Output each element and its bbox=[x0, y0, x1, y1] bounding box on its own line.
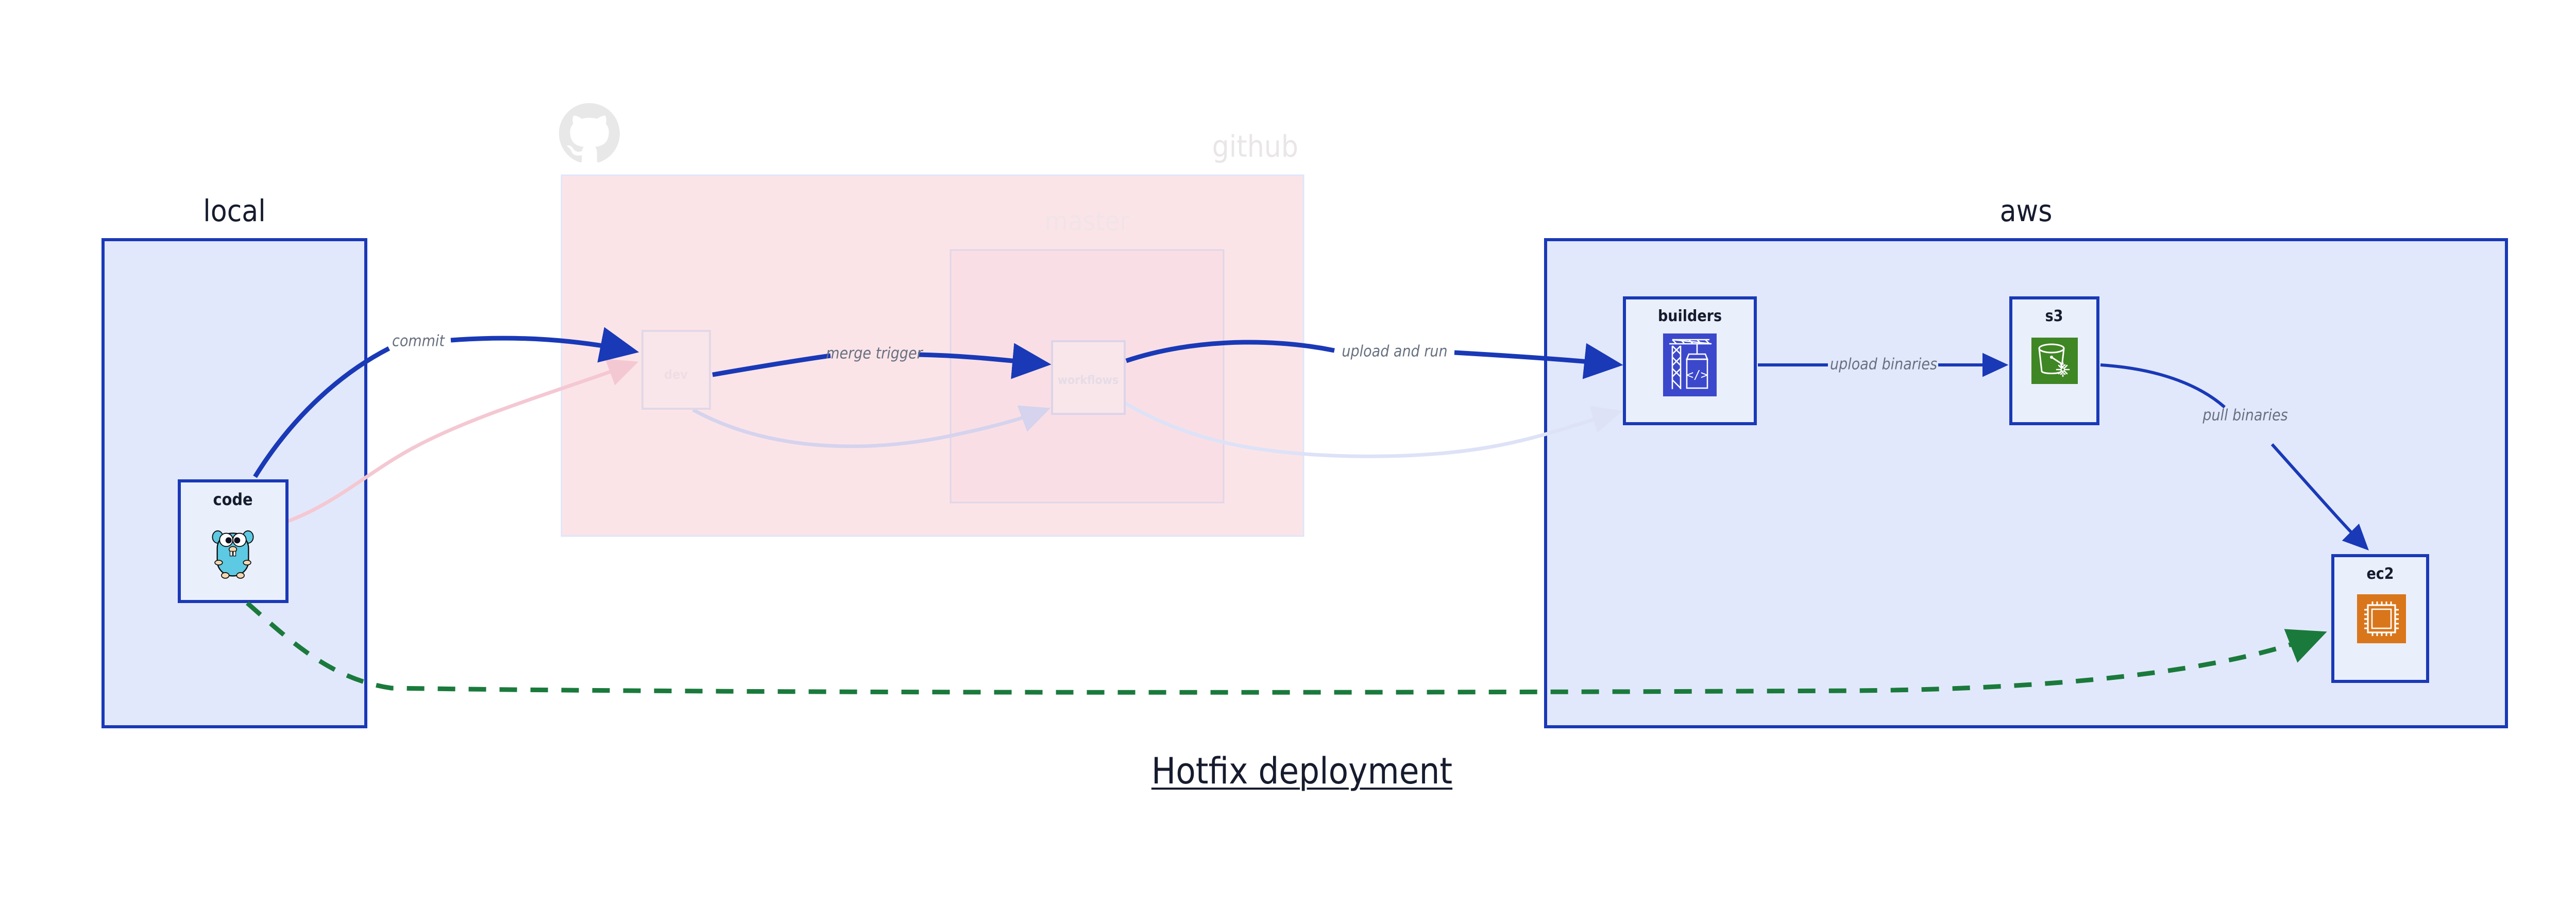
aws-ec2-icon bbox=[2357, 594, 2406, 643]
edge-label-merge-trigger: merge trigger bbox=[826, 345, 923, 363]
edge-faded-dev-workflows bbox=[692, 405, 1051, 448]
go-gopher-icon bbox=[212, 530, 254, 579]
edge-commit-seg2 bbox=[450, 327, 639, 363]
node-dev[interactable]: dev bbox=[641, 330, 711, 410]
node-s3[interactable]: s3 bbox=[2009, 296, 2099, 425]
github-octocat-icon bbox=[559, 103, 620, 163]
edge-commit-seg1 bbox=[253, 346, 391, 478]
edge-label-upload-and-run: upload and run bbox=[1342, 343, 1447, 361]
node-s3-label: s3 bbox=[2045, 307, 2063, 325]
edge-merge-trigger-seg2 bbox=[918, 343, 1052, 379]
node-dev-label: dev bbox=[664, 367, 688, 382]
edge-upload-and-run-seg2 bbox=[1454, 343, 1623, 379]
aws-s3-glacier-icon bbox=[2031, 338, 2078, 384]
node-ec2-label: ec2 bbox=[2366, 565, 2394, 583]
page-title: Hotfix deployment bbox=[1151, 750, 1453, 792]
node-builders[interactable]: builders </> bbox=[1623, 296, 1757, 425]
cluster-label-aws: aws bbox=[1999, 193, 2053, 228]
node-workflows-label: workflows bbox=[1058, 374, 1118, 387]
edge-pull-binaries-seg1 bbox=[2100, 363, 2226, 409]
edge-hotfix-direct bbox=[246, 601, 2327, 695]
edge-faded-workflows-builders bbox=[1122, 400, 1623, 458]
aws-codebuild-icon: </> bbox=[1663, 333, 1717, 396]
node-workflows[interactable]: workflows bbox=[1051, 340, 1126, 415]
node-code[interactable]: code bbox=[178, 479, 289, 603]
edge-merge-trigger-seg1 bbox=[712, 353, 831, 377]
edge-label-pull-binaries: pull binaries bbox=[2202, 407, 2287, 425]
cluster-label-master: master bbox=[1044, 206, 1130, 237]
edge-label-upload-binaries: upload binaries bbox=[1830, 356, 1937, 374]
edge-upload-and-run-seg1 bbox=[1125, 340, 1335, 363]
node-builders-label: builders bbox=[1658, 307, 1722, 325]
node-code-label: code bbox=[213, 490, 253, 509]
edge-pull-binaries-seg2 bbox=[2270, 443, 2369, 550]
edge-faded-code-dev bbox=[242, 359, 639, 536]
cluster-label-local: local bbox=[203, 193, 266, 228]
node-ec2[interactable]: ec2 bbox=[2331, 554, 2429, 683]
edge-label-commit: commit bbox=[392, 332, 445, 350]
cluster-label-github: github bbox=[1212, 129, 1298, 164]
svg-text:</>: </> bbox=[1686, 369, 1708, 382]
